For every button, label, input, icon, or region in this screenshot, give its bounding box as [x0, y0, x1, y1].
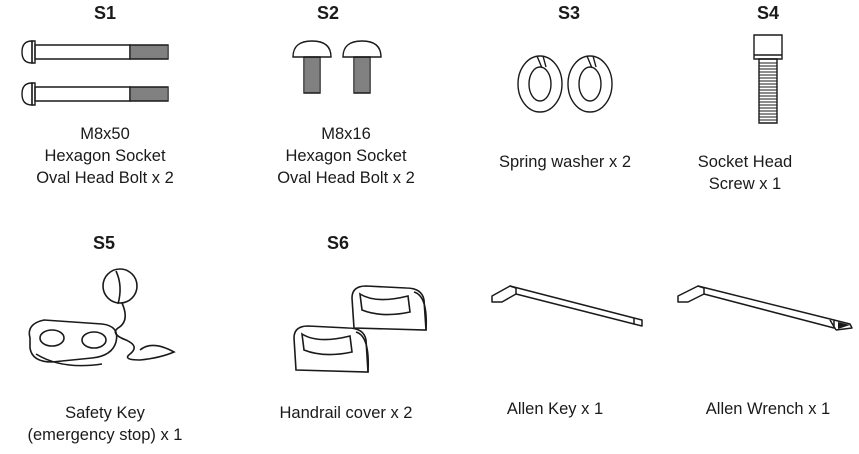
- part-name: Socket Head: [697, 153, 793, 171]
- part-qty: (emergency stop) x 1: [27, 426, 183, 444]
- part-name-qty: Oval Head Bolt x 2: [277, 169, 415, 187]
- part-name-qty: Allen Wrench x 1: [705, 400, 831, 418]
- part-name: Safety Key: [65, 404, 145, 422]
- part-name-qty: Oval Head Bolt x 2: [36, 169, 174, 187]
- handrail-cover-icon: [290, 280, 434, 380]
- safety-key-icon: [22, 266, 184, 374]
- part-code-s6: S6: [326, 233, 350, 253]
- part-description-s1: M8x50 Hexagon Socket Oval Head Bolt x 2: [5, 123, 205, 189]
- allen-wrench-icon: [674, 282, 858, 340]
- socket-head-screw-icon: [751, 33, 785, 127]
- part-type: Hexagon Socket: [285, 147, 407, 165]
- part-name-qty: Handrail cover x 2: [279, 404, 413, 422]
- part-code-s1: S1: [93, 3, 117, 23]
- part-size: M8x50: [80, 125, 130, 143]
- part-code-s2: S2: [316, 3, 340, 23]
- part-qty: Screw x 1: [708, 175, 782, 193]
- part-type: Hexagon Socket: [44, 147, 166, 165]
- allen-key-icon: [488, 282, 648, 328]
- bolt-long-icon: [20, 38, 172, 112]
- bolt-short-icon: [289, 39, 389, 95]
- spring-washer-icon: [510, 54, 622, 116]
- part-description-allen-key: Allen Key x 1: [480, 398, 630, 420]
- part-description-s5: Safety Key (emergency stop) x 1: [5, 402, 205, 446]
- part-description-s3: Spring washer x 2: [465, 151, 665, 173]
- part-description-s2: M8x16 Hexagon Socket Oval Head Bolt x 2: [246, 123, 446, 189]
- part-name-qty: Allen Key x 1: [506, 400, 604, 418]
- part-description-allen-wrench: Allen Wrench x 1: [683, 398, 853, 420]
- part-description-s4: Socket Head Screw x 1: [670, 151, 820, 195]
- part-description-s6: Handrail cover x 2: [256, 402, 436, 424]
- part-size: M8x16: [321, 125, 371, 143]
- part-code-s3: S3: [557, 3, 581, 23]
- part-code-s5: S5: [92, 233, 116, 253]
- part-name-qty: Spring washer x 2: [498, 153, 632, 171]
- part-code-s4: S4: [756, 3, 780, 23]
